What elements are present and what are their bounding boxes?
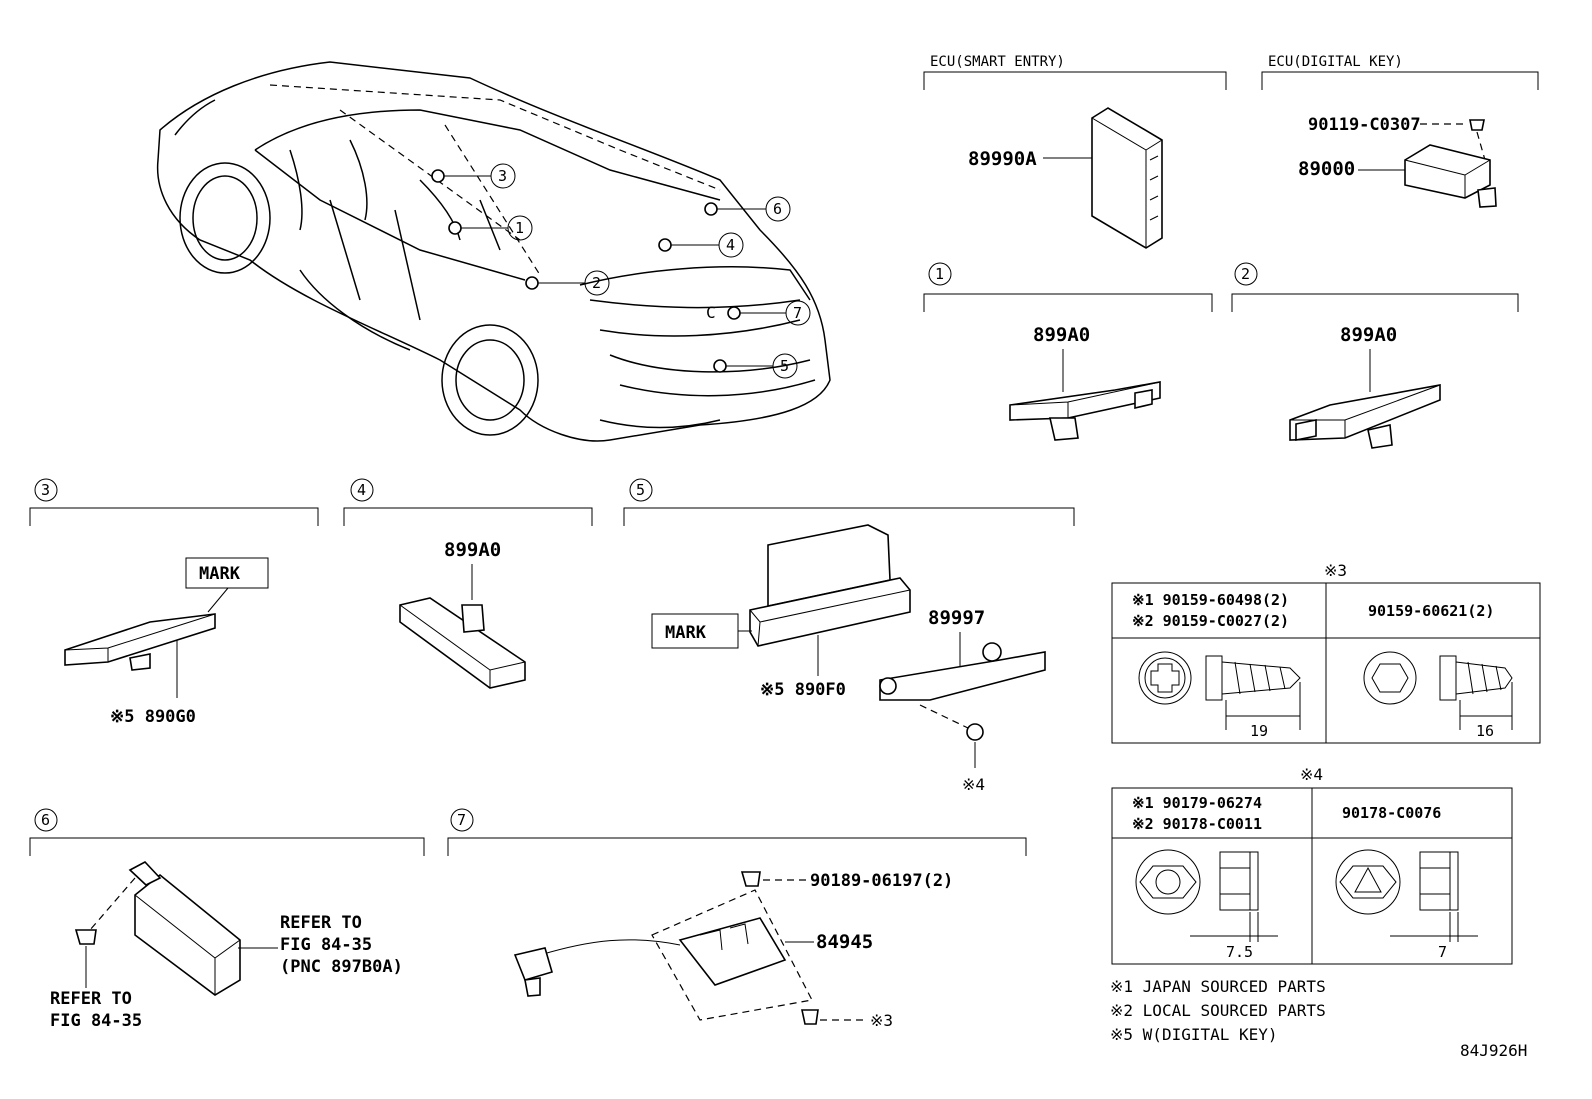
table-4-left-line2: ※2 90178-C0011 (1132, 815, 1262, 833)
part-89997-label: 89997 (928, 607, 985, 629)
part-90189-label: 90189-06197(2) (810, 871, 953, 891)
mark-label-5: MARK (665, 623, 707, 643)
part-899A0-1-label: 899A0 (1033, 324, 1090, 346)
section-7: 7 90189-06197(2) 84945 ※3 (447, 808, 1027, 1030)
callout-6: 6 (773, 200, 782, 218)
callout-3: 3 (498, 167, 507, 185)
table-4-dim-right: 7 (1438, 943, 1447, 961)
section-4-number: 4 (357, 481, 366, 499)
part-89990A-label: 89990A (968, 148, 1037, 170)
section-5: 5 MARK ※5 890F0 89997 ※4 (623, 478, 1075, 794)
refer-6a-line1: REFER TO (280, 913, 362, 933)
section-title-ecu-digital-key: ECU(DIGITAL KEY) (1268, 54, 1403, 70)
section-6: 6 REFER TO FIG 84-35 (PNC 897B0A) REFER … (29, 808, 425, 1031)
table-4: ※4 ※1 90179-06274 ※2 90178-C0011 90178-C… (1111, 765, 1513, 965)
car-illustration: C (156, 61, 831, 442)
mark-label-3: MARK (199, 564, 241, 584)
notes-legend: ※1 JAPAN SOURCED PARTS ※2 LOCAL SOURCED … (1110, 977, 1527, 1060)
table-4-left-line1: ※1 90179-06274 (1132, 794, 1262, 812)
table-3: ※3 ※1 90159-60498(2) ※2 90159-C0027(2) 9… (1111, 561, 1541, 744)
section-1: 1 899A0 (923, 262, 1213, 441)
refer-6a-line2: FIG 84-35 (280, 935, 372, 955)
note-1: ※1 JAPAN SOURCED PARTS (1110, 977, 1326, 996)
table-4-title: ※4 (1300, 765, 1323, 784)
refer-6b-line1: REFER TO (50, 989, 132, 1009)
refer-6a-line3: (PNC 897B0A) (280, 957, 403, 977)
part-84945-label: 84945 (816, 931, 873, 953)
callout-7: 7 (793, 304, 802, 322)
callout-5: 5 (780, 357, 789, 375)
section-ecu-smart-entry: ECU(SMART ENTRY) 89990A (923, 54, 1227, 249)
callout-4: 4 (726, 236, 735, 254)
section-ecu-digital-key: ECU(DIGITAL KEY) 90119-C0307 89000 (1261, 54, 1539, 208)
section-2: 2 899A0 (1231, 262, 1519, 449)
table-3-right: 90159-60621(2) (1368, 602, 1494, 620)
car-callouts: 1 2 3 4 5 6 7 (431, 163, 811, 379)
table-3-dim-right: 16 (1476, 722, 1494, 740)
table-4-dim-left: 7.5 (1226, 943, 1253, 961)
ref-note-4: ※4 (962, 775, 985, 794)
table-3-dim-left: 19 (1250, 722, 1268, 740)
table-3-left-line1: ※1 90159-60498(2) (1132, 591, 1289, 609)
part-899A0-2-label: 899A0 (1340, 324, 1397, 346)
table-3-left-line2: ※2 90159-C0027(2) (1132, 612, 1289, 630)
section-title-ecu-smart-entry: ECU(SMART ENTRY) (930, 54, 1065, 70)
note-5: ※5 W(DIGITAL KEY) (1110, 1025, 1278, 1044)
part-890F0-label: ※5 890F0 (760, 680, 846, 700)
part-890G0-label: ※5 890G0 (110, 707, 196, 727)
figure-code: 84J926H (1460, 1041, 1527, 1060)
table-3-title: ※3 (1324, 561, 1347, 580)
part-89000-label: 89000 (1298, 158, 1355, 180)
section-3: 3 MARK ※5 890G0 (29, 478, 319, 727)
section-3-number: 3 (41, 481, 50, 499)
callout-2: 2 (592, 274, 601, 292)
note-2: ※2 LOCAL SOURCED PARTS (1110, 1001, 1326, 1020)
table-4-right: 90178-C0076 (1342, 804, 1441, 822)
section-5-number: 5 (636, 481, 645, 499)
ref-note-3: ※3 (870, 1011, 893, 1030)
part-90119-label: 90119-C0307 (1308, 115, 1421, 135)
section-4: 4 899A0 (343, 478, 593, 689)
part-899A0-4-label: 899A0 (444, 539, 501, 561)
svg-text:C: C (706, 303, 716, 322)
section-6-number: 6 (41, 811, 50, 829)
section-7-number: 7 (457, 811, 466, 829)
refer-6b-line2: FIG 84-35 (50, 1011, 142, 1031)
callout-1: 1 (515, 219, 524, 237)
section-1-number: 1 (935, 265, 944, 283)
section-2-number: 2 (1241, 265, 1250, 283)
